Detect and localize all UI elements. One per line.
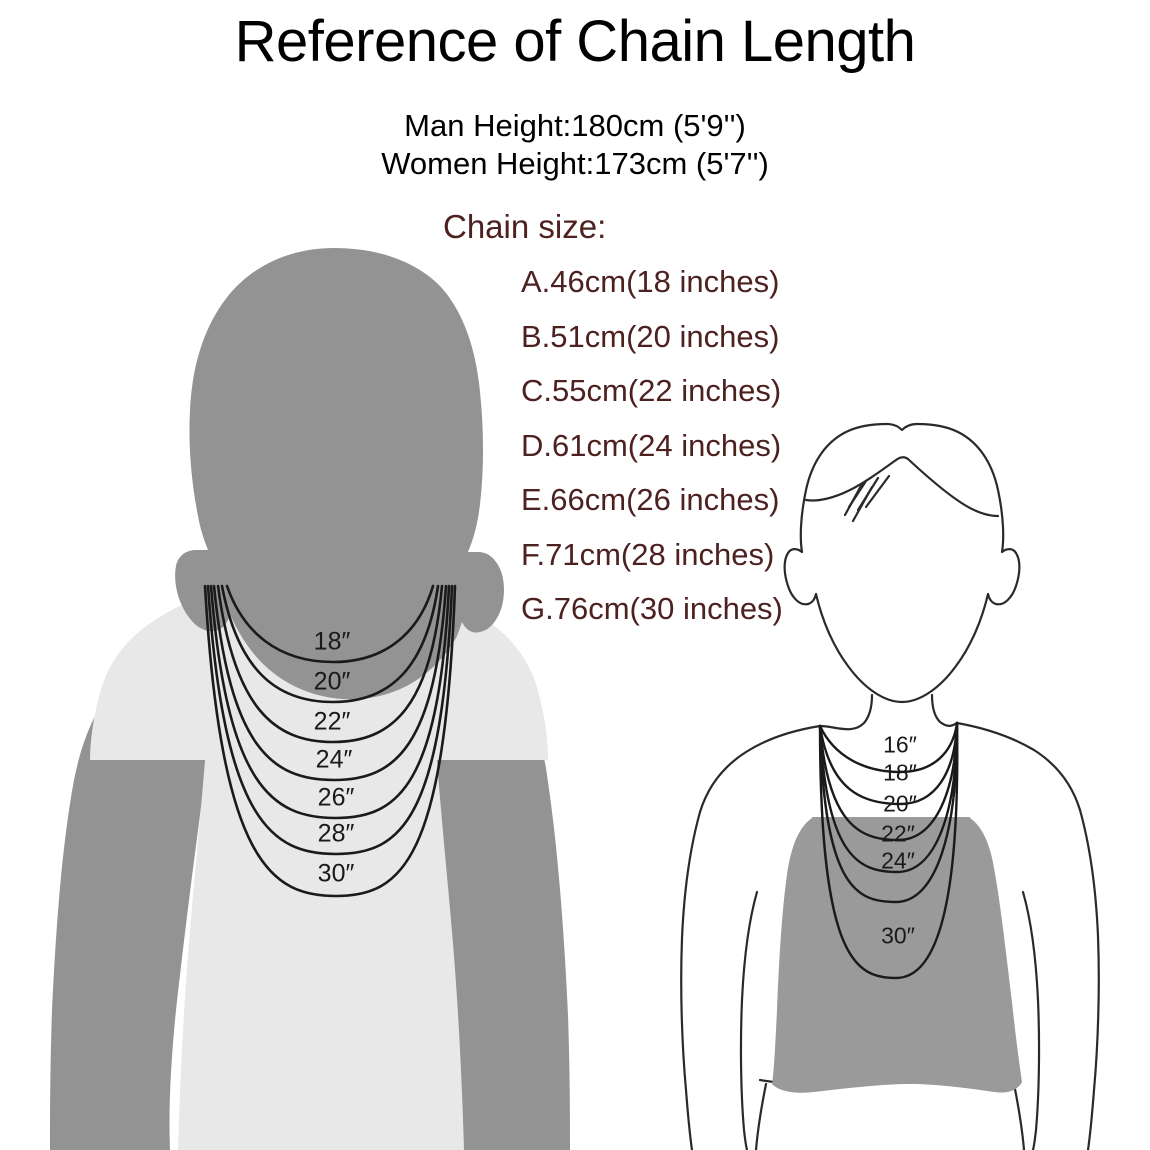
chain-size-item-g: G.76cm(30 inches) [521, 591, 783, 626]
woman-skirt-right [1012, 1082, 1026, 1150]
man-chain-label-20: 20″ [313, 667, 351, 696]
woman-shoulder-right [955, 721, 1082, 812]
woman-skirt-left [754, 1082, 768, 1150]
man-chain-label-22: 22″ [313, 707, 351, 736]
women-height-text: Women Height:173cm (5'7'') [381, 146, 769, 181]
chain-size-item-b: B.51cm(20 inches) [521, 318, 780, 354]
man-body-group [50, 248, 570, 1150]
chain-size-item-d: D.61cm(24 inches) [521, 427, 782, 463]
chain-size-item-f: F.71cm(28 inches) [521, 536, 775, 572]
page-title: Reference of Chain Length [234, 9, 916, 74]
man-chain-label-18: 18″ [313, 627, 351, 656]
man-chain-label-28: 28″ [317, 819, 355, 848]
woman-hip-left [758, 1078, 808, 1086]
woman-neck-right [930, 693, 959, 727]
woman-hip-right [974, 1078, 1022, 1086]
woman-right-arm-outer [1078, 808, 1100, 1150]
woman-left-arm-inner [739, 890, 759, 1150]
woman-shoulder-left [698, 724, 822, 814]
woman-chain-label-16: 16″ [883, 731, 917, 758]
woman-neck-left [818, 693, 874, 731]
man-left-arm [50, 660, 209, 1150]
woman-chain-label-22: 22″ [881, 820, 915, 847]
woman-chain-label-20: 20″ [883, 790, 917, 817]
man-right-arm [427, 664, 570, 1150]
woman-left-arm-outer [680, 810, 702, 1150]
woman-chain-label-30: 30″ [881, 922, 915, 949]
chain-size-item-c: C.55cm(22 inches) [521, 373, 782, 408]
woman-chain-label-18: 18″ [883, 759, 917, 786]
man-neck [268, 470, 414, 632]
man-chain-label-26: 26″ [317, 783, 355, 812]
chain-size-heading: Chain size: [443, 208, 607, 245]
man-chain-label-30: 30″ [317, 859, 355, 888]
chain-size-item-a: A.46cm(18 inches) [521, 264, 780, 299]
woman-chain-label-24: 24″ [881, 847, 915, 874]
chain-size-item-e: E.66cm(26 inches) [521, 482, 780, 517]
man-chain-label-24: 24″ [315, 745, 353, 774]
chain-size-list: A.46cm(18 inches) B.51cm(20 inches) C.55… [521, 255, 941, 637]
man-height-text: Man Height:180cm (5'9'') [404, 108, 746, 143]
woman-right-arm-inner [1021, 890, 1041, 1150]
